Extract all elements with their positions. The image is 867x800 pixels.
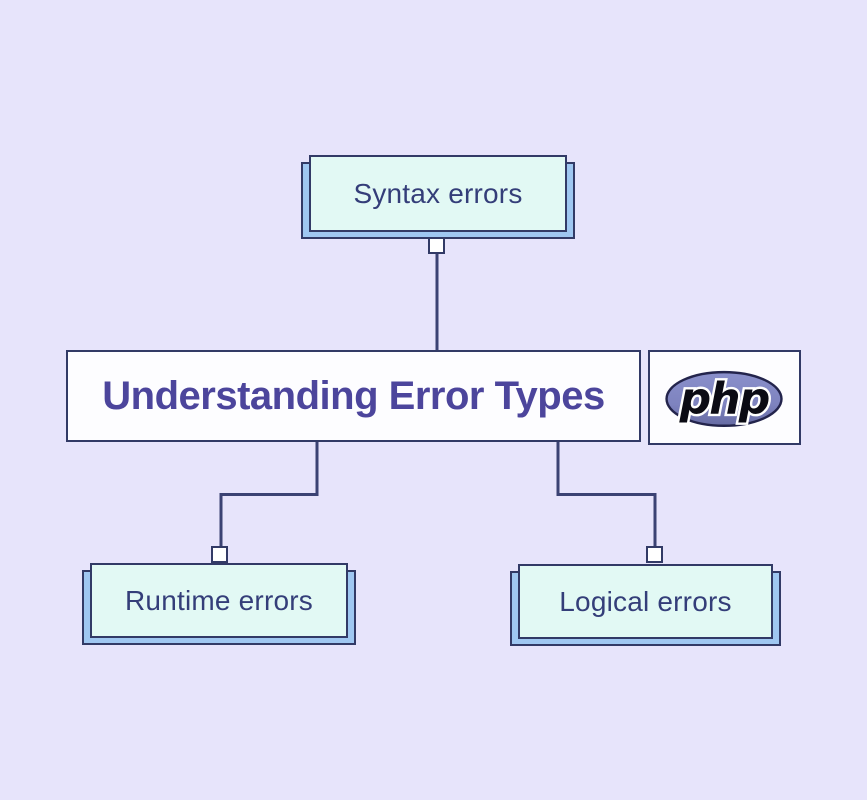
node-runtime-label: Runtime errors <box>125 584 313 616</box>
node-syntax-label: Syntax errors <box>353 177 523 209</box>
connector-handle-syntax <box>428 237 445 254</box>
root-title: Understanding Error Types <box>102 373 605 418</box>
node-syntax-errors: Syntax errors <box>301 155 575 239</box>
node-runtime-errors: Runtime errors <box>82 563 356 645</box>
connector-handle-logical <box>646 546 663 563</box>
edge-root-to-logical <box>556 441 657 547</box>
connector-handle-runtime <box>211 546 228 563</box>
php-ellipse <box>665 370 783 427</box>
node-runtime-face: Runtime errors <box>90 563 348 638</box>
node-logical-face: Logical errors <box>518 564 773 639</box>
php-logo-text: php <box>679 373 769 424</box>
php-logo-box: php <box>648 350 801 445</box>
php-logo-icon: php <box>665 370 783 427</box>
edge-root-to-runtime <box>219 441 319 547</box>
node-logical-label: Logical errors <box>559 585 732 617</box>
root-node: Understanding Error Types <box>66 350 641 442</box>
node-logical-errors: Logical errors <box>510 564 781 646</box>
node-syntax-face: Syntax errors <box>309 155 567 232</box>
